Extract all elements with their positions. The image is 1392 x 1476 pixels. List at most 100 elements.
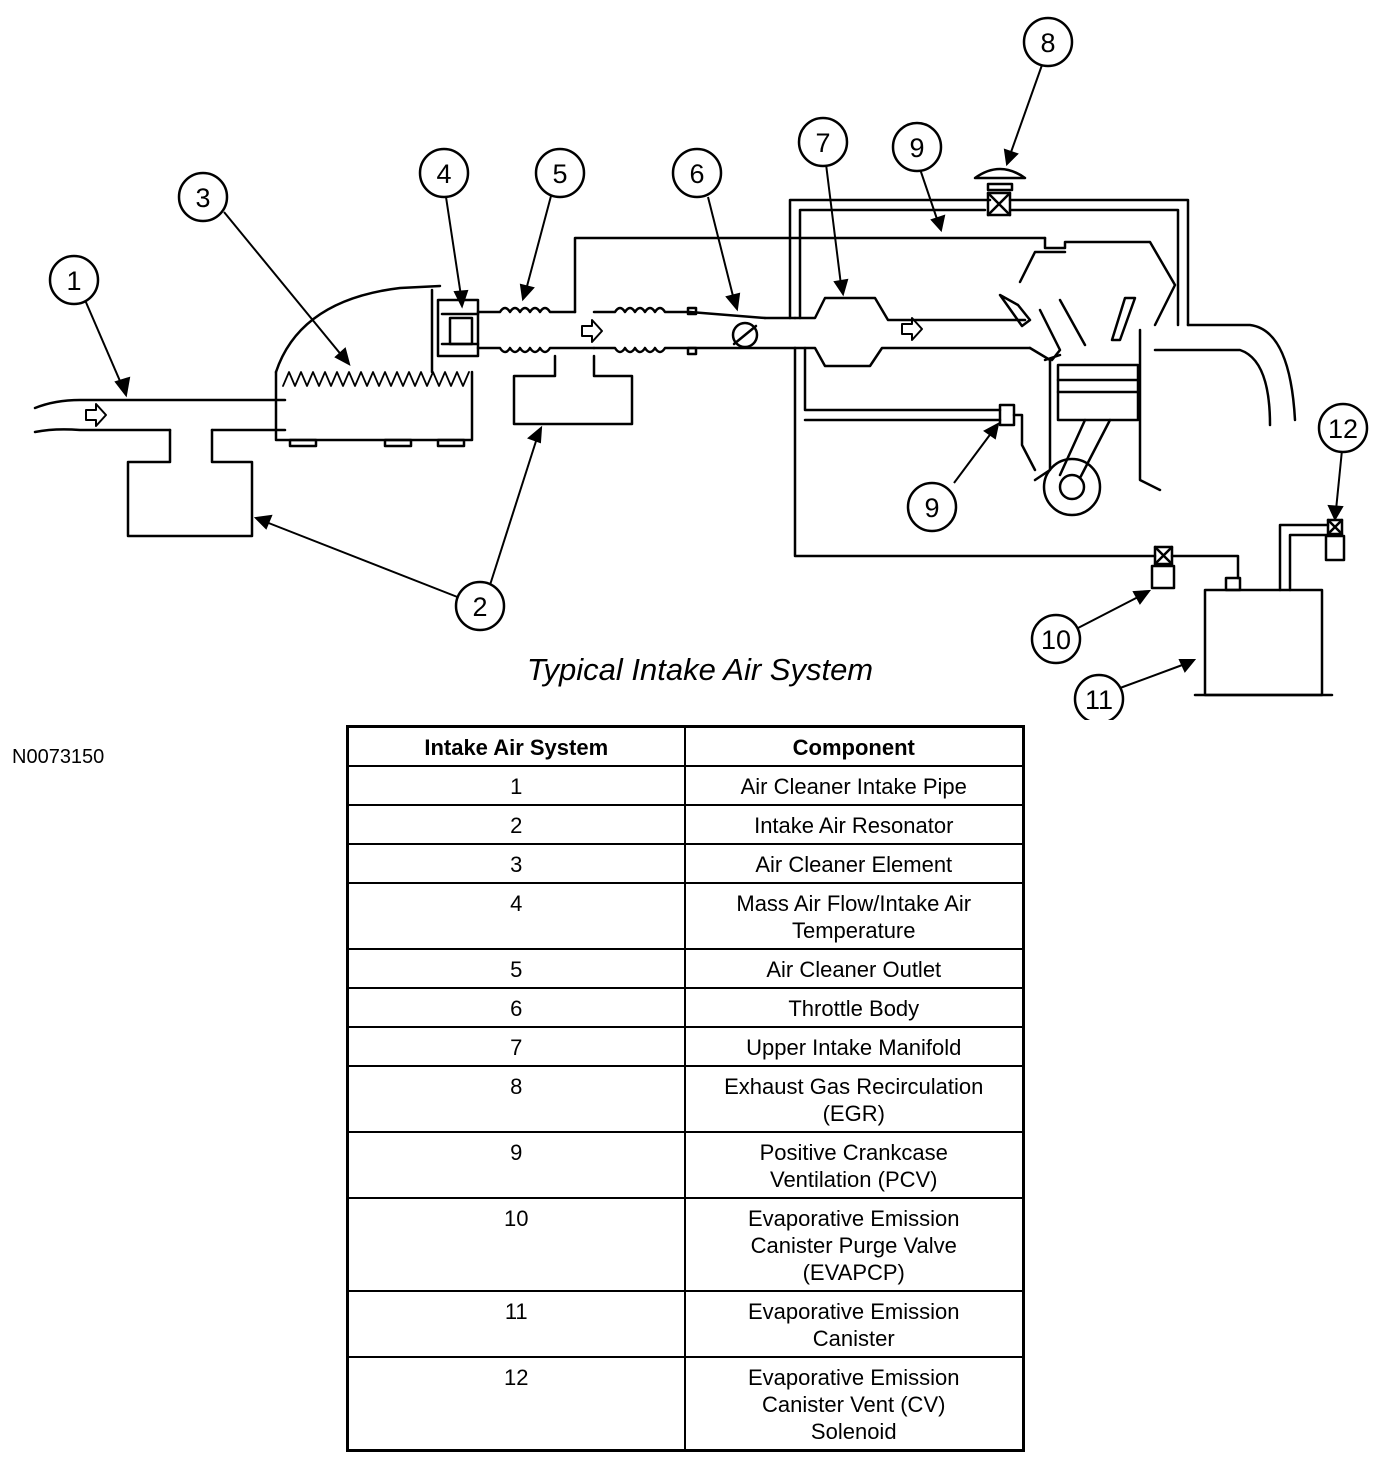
component-name-line: Temperature <box>791 918 916 943</box>
system-number-cell: 12 <box>346 1356 686 1452</box>
component-name-cell: Air Cleaner Outlet <box>683 948 1025 989</box>
column-header-component: Component <box>683 725 1025 767</box>
intake-air-resonator-left <box>126 428 254 538</box>
system-number-cell: 10 <box>346 1197 686 1292</box>
callout-10-label: 10 <box>1041 625 1071 655</box>
callout-9-top-label: 9 <box>909 133 924 163</box>
upper-intake-manifold <box>793 296 1032 368</box>
system-number-cell: 4 <box>346 882 686 950</box>
figure-id: N0073150 <box>12 746 105 768</box>
air-cleaner-intake-pipe <box>33 398 287 434</box>
component-name-cell: Air Cleaner Intake Pipe <box>683 765 1025 806</box>
callout-4: 4 <box>418 147 470 199</box>
component-name-line: Canister Purge Valve <box>750 1233 957 1258</box>
egr-valve <box>973 167 1027 217</box>
component-name-cell: Intake Air Resonator <box>683 804 1025 845</box>
callout-1: 1 <box>48 254 100 306</box>
system-number-cell: 8 <box>346 1065 686 1133</box>
component-name-cell: Throttle Body <box>683 987 1025 1028</box>
maf-iat-sensor <box>436 298 480 358</box>
table-row: 7 Upper Intake Manifold <box>346 1026 1025 1067</box>
air-cleaner-element <box>282 371 470 387</box>
system-number-cell: 7 <box>346 1026 686 1067</box>
callout-1-label: 1 <box>66 266 81 296</box>
throttle-body <box>731 316 797 349</box>
component-name-line: Positive Crankcase <box>759 1140 948 1165</box>
pcv-valve <box>998 403 1037 472</box>
callout-11: 11 <box>1073 673 1125 720</box>
connecting-rod <box>1042 418 1112 517</box>
component-name-line: Air Cleaner Outlet <box>766 957 942 982</box>
component-name-line: Throttle Body <box>788 996 920 1021</box>
callout-8-label: 8 <box>1040 28 1055 58</box>
system-number-cell: 11 <box>346 1290 686 1358</box>
callout-6-label: 6 <box>689 159 704 189</box>
engine-cylinder-head <box>998 236 1297 492</box>
system-number-cell: 9 <box>346 1131 686 1199</box>
component-name-line: Evaporative Emission <box>747 1299 960 1324</box>
intake-air-resonator-right <box>512 354 634 426</box>
component-name-line: Solenoid <box>810 1419 897 1444</box>
callout-5-label: 5 <box>552 159 567 189</box>
piston <box>1056 363 1140 422</box>
system-number-cell: 6 <box>346 987 686 1028</box>
component-name-line: Exhaust Gas Recirculation <box>724 1074 984 1099</box>
component-name-line: Air Cleaner Intake Pipe <box>740 774 967 799</box>
callout-3-label: 3 <box>195 183 210 213</box>
callout-9-bottom: 9 <box>906 481 958 533</box>
table-row: 3 Air Cleaner Element <box>346 843 1025 884</box>
component-name-line: Canister Vent (CV) <box>762 1392 946 1417</box>
vacuum-lines <box>788 198 1240 580</box>
callout-11-label: 11 <box>1085 685 1113 715</box>
callout-10: 10 <box>1030 613 1082 665</box>
system-number-cell: 3 <box>346 843 686 884</box>
table-row: 1 Air Cleaner Intake Pipe <box>346 765 1025 806</box>
canister-purge-valve <box>1150 545 1176 590</box>
callout-3: 3 <box>177 171 229 223</box>
component-name-line: Ventilation (PCV) <box>769 1167 938 1192</box>
diagram-caption: Typical Intake Air System <box>526 652 874 687</box>
column-header-system: Intake Air System <box>346 725 686 767</box>
system-number-cell: 1 <box>346 765 686 806</box>
callout-12-label: 12 <box>1328 414 1358 444</box>
component-name-cell: Exhaust Gas Recirculation(EGR) <box>683 1065 1025 1133</box>
component-name-cell: Upper Intake Manifold <box>683 1026 1025 1067</box>
flow-arrow-outlet <box>581 319 603 343</box>
air-cleaner-outlet <box>476 236 1047 356</box>
component-name-line: Intake Air Resonator <box>754 813 954 838</box>
system-number-cell: 5 <box>346 948 686 989</box>
flow-arrow-manifold <box>901 317 923 341</box>
callout-9-top: 9 <box>891 121 943 173</box>
table-row: 6 Throttle Body <box>346 987 1025 1028</box>
callout-12: 12 <box>1317 402 1369 454</box>
callout-8: 8 <box>1022 16 1074 68</box>
component-name-line: Evaporative Emission <box>747 1206 960 1231</box>
component-name-line: Air Cleaner Element <box>755 852 953 877</box>
table-row: 2 Intake Air Resonator <box>346 804 1025 845</box>
table-header-row: Intake Air System Component <box>346 725 1025 767</box>
leader-lines <box>84 64 1344 689</box>
system-number-cell: 2 <box>346 804 686 845</box>
component-name-line: (EVAPCP) <box>802 1260 905 1285</box>
component-name-line: Mass Air Flow/Intake Air <box>736 891 972 916</box>
callout-6: 6 <box>671 147 723 199</box>
evap-canister <box>1193 576 1334 697</box>
callout-4-label: 4 <box>436 159 451 189</box>
flow-arrow-intake <box>85 403 107 427</box>
callout-2: 2 <box>454 580 506 632</box>
callout-2-label: 2 <box>472 592 487 622</box>
callout-9-bottom-label: 9 <box>924 493 939 523</box>
component-name-line: Upper Intake Manifold <box>746 1035 962 1060</box>
intake-air-system-diagram: 1 2 3 4 5 6 7 8 9 9 10 11 <box>33 16 1369 720</box>
component-name-cell: Air Cleaner Element <box>683 843 1025 884</box>
component-name-line: (EGR) <box>822 1101 885 1126</box>
